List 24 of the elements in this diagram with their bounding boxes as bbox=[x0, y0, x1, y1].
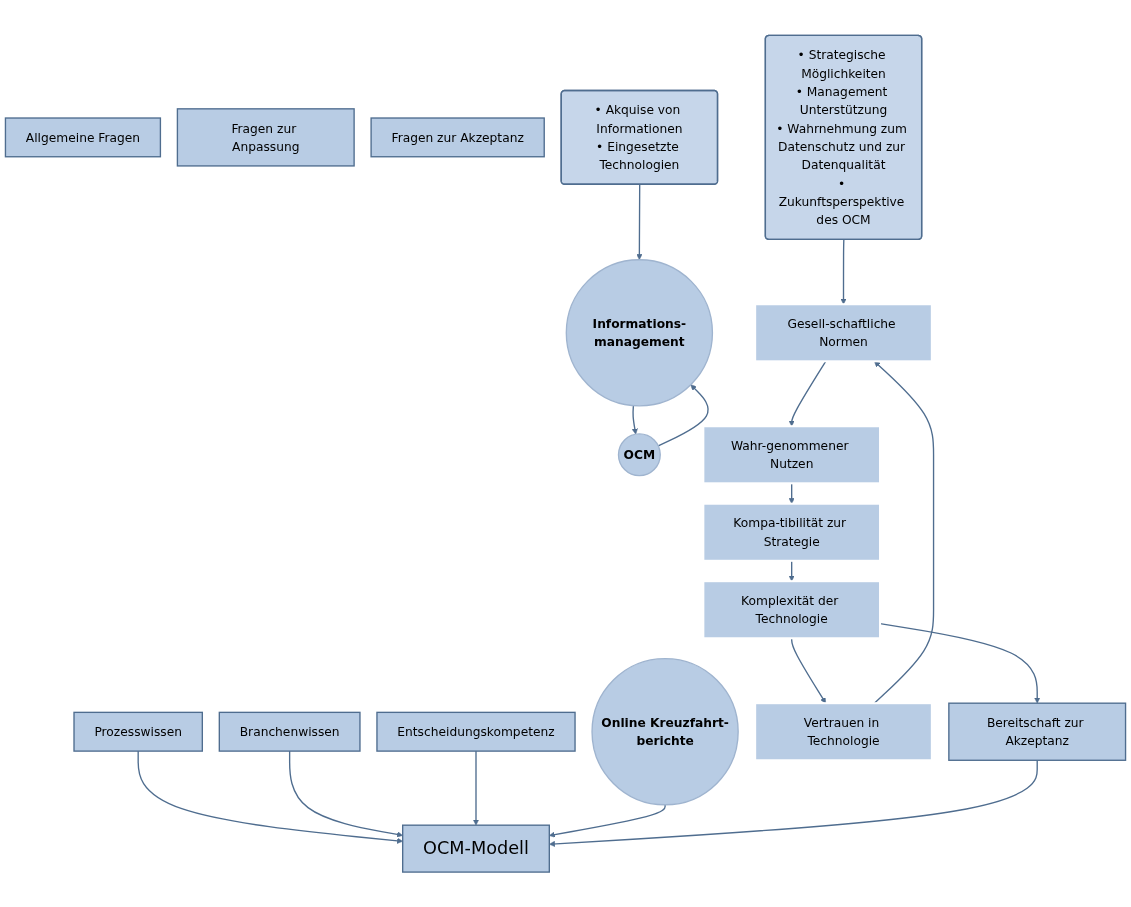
arrow bbox=[137, 750, 403, 844]
arrow bbox=[631, 404, 638, 435]
node-circle: Online Kreuzfahrt-berichte bbox=[591, 657, 739, 806]
arrow bbox=[549, 803, 666, 838]
node-box: Prozesswissen bbox=[73, 711, 203, 752]
node-box: Kompa-tibilität zur Strategie bbox=[702, 502, 882, 562]
arrow bbox=[657, 384, 709, 447]
node-box: OCM-Modell bbox=[402, 824, 550, 873]
arrow bbox=[288, 750, 403, 838]
node-circle: OCM bbox=[617, 432, 661, 477]
node-box: Entscheidungskompetenz bbox=[376, 711, 576, 752]
node-box: Gesell-schaftliche Normen bbox=[754, 302, 933, 363]
node-box: Allgemeine Fragen bbox=[4, 117, 162, 158]
arrow bbox=[636, 183, 643, 260]
arrow bbox=[549, 759, 1038, 847]
node-box: Fragen zur Anpassung bbox=[176, 107, 355, 167]
node-box: Wahr-genommener Nutzen bbox=[702, 424, 882, 485]
node-box: Vertrauen in Technologie bbox=[754, 701, 933, 762]
arrow bbox=[473, 750, 479, 826]
node-box: Branchenwissen bbox=[218, 711, 361, 752]
node-box: Fragen zur Akzeptanz bbox=[370, 117, 545, 158]
node-circle: Informations-management bbox=[565, 258, 714, 407]
node-box: Komplexität der Technologie bbox=[702, 579, 882, 640]
node-box: Bereitschaft zur Akzeptanz bbox=[948, 702, 1127, 761]
